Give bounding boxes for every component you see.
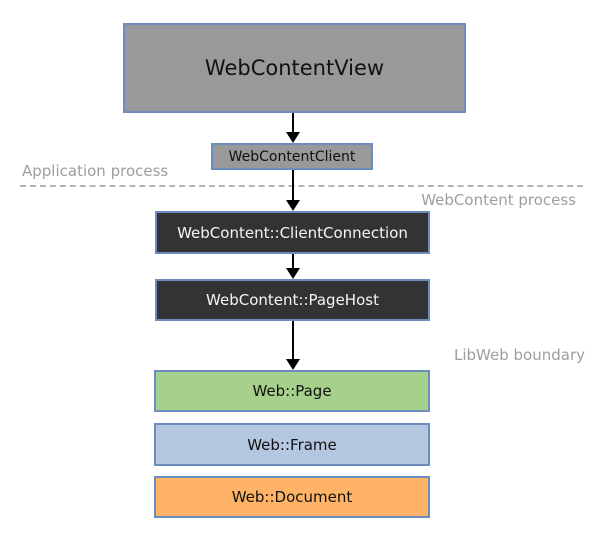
node-webpage: Web::Page xyxy=(154,370,430,412)
arrow-shaft xyxy=(292,113,294,135)
zone-label-application-process: Application process xyxy=(22,162,169,180)
node-webcontentclient-label: WebContentClient xyxy=(228,148,356,165)
node-clientconnection-label: WebContent::ClientConnection xyxy=(177,223,408,242)
node-webdocument: Web::Document xyxy=(154,476,430,518)
arrow-shaft xyxy=(292,170,294,203)
node-webframe: Web::Frame xyxy=(154,423,430,466)
arrowhead-down-icon xyxy=(286,132,300,143)
arrowhead-down-icon xyxy=(286,359,300,370)
arrow-shaft xyxy=(292,254,294,271)
arrow-client-to-clientconnection xyxy=(286,170,300,211)
zone-label-webcontent-process: WebContent process xyxy=(421,191,576,209)
node-pagehost-label: WebContent::PageHost xyxy=(206,291,379,309)
node-pagehost: WebContent::PageHost xyxy=(155,279,430,321)
arrow-shaft xyxy=(292,321,294,362)
node-clientconnection: WebContent::ClientConnection xyxy=(155,211,430,254)
arrow-clientconnection-to-pagehost xyxy=(286,254,300,279)
node-webdocument-label: Web::Document xyxy=(231,488,353,506)
node-webcontentview-label: WebContentView xyxy=(204,56,385,80)
node-webpage-label: Web::Page xyxy=(252,382,332,400)
arrowhead-down-icon xyxy=(286,268,300,279)
node-webcontentclient: WebContentClient xyxy=(211,143,373,170)
node-webcontentview: WebContentView xyxy=(123,23,466,113)
arrow-view-to-client xyxy=(286,113,300,143)
zone-label-libweb-boundary: LibWeb boundary xyxy=(454,346,585,364)
arrow-pagehost-to-webpage xyxy=(286,321,300,370)
node-webframe-label: Web::Frame xyxy=(247,435,337,454)
process-boundary-divider xyxy=(20,185,583,187)
arrowhead-down-icon xyxy=(286,200,300,211)
